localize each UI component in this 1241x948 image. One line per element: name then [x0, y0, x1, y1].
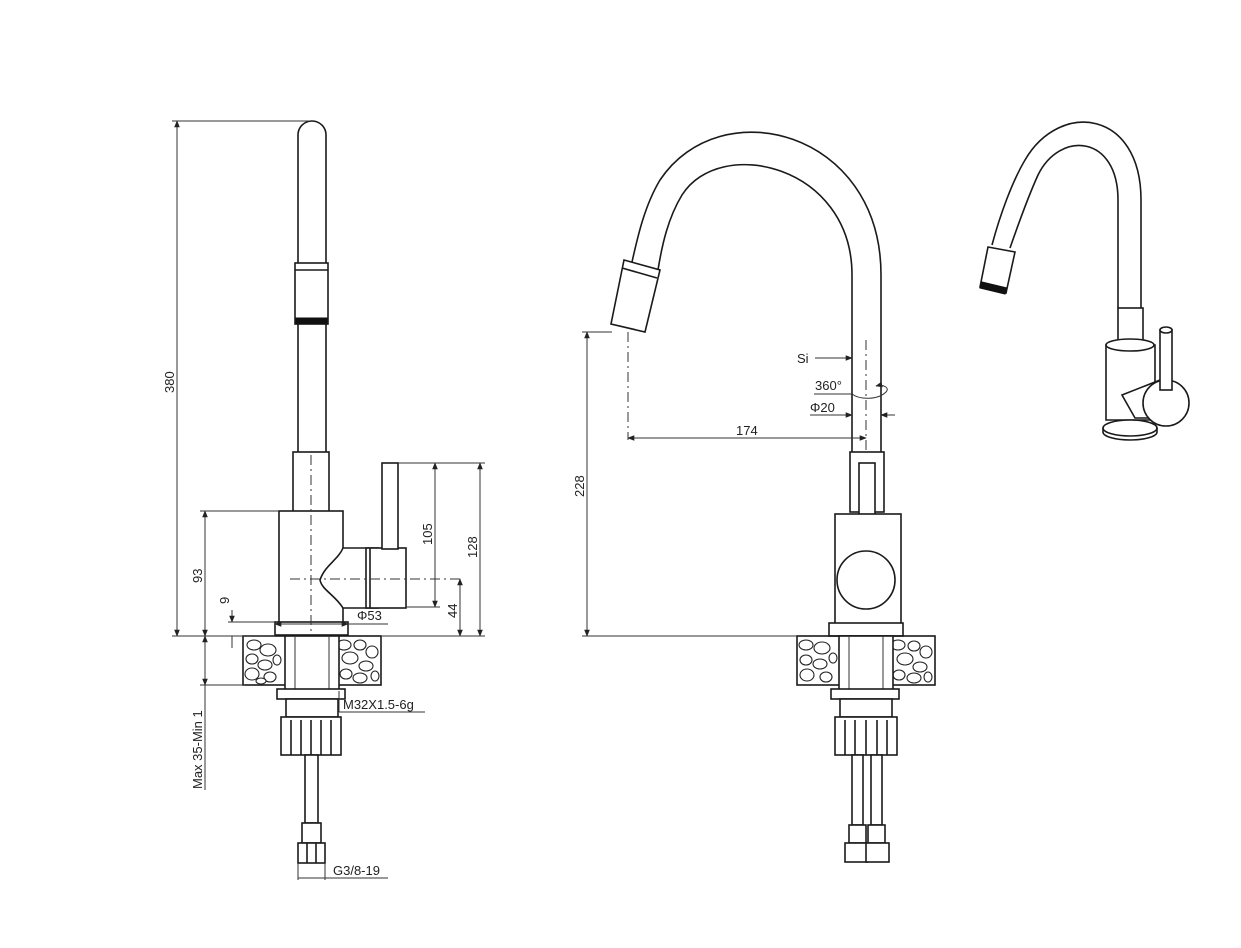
- front-hose-nut: [297, 842, 326, 864]
- side-countertop-stones-right: [890, 639, 933, 684]
- front-spout-tube: [297, 120, 327, 452]
- side-spout-outer: [631, 131, 882, 452]
- side-lever-disc: [836, 550, 896, 610]
- front-hose-ferrule: [301, 822, 322, 844]
- dim-deck-thickness: Max 35-Min 1: [190, 710, 205, 789]
- persp-handle-rod: [1159, 329, 1173, 391]
- label-material: Si: [797, 351, 809, 366]
- dim-base-height: 93: [190, 569, 205, 583]
- dim-rotation: 360°: [815, 378, 842, 393]
- front-supply-hose: [304, 754, 319, 824]
- side-spout-inner: [657, 163, 853, 452]
- front-lever-knob: [365, 547, 407, 609]
- front-countertop-stones-right: [336, 639, 380, 684]
- side-threaded-shank: [838, 635, 894, 692]
- side-hose-nut-left: [844, 842, 869, 863]
- side-hose-ferrule-left: [848, 824, 867, 844]
- side-hose-nut-right: [865, 842, 890, 863]
- dim-lever-offset: 44: [445, 604, 460, 618]
- side-view: 228 174 Si 360° Φ20: [572, 131, 936, 863]
- dim-thread: M32X1.5-6g: [343, 697, 414, 712]
- side-supply-hose-left: [851, 754, 864, 826]
- side-pullout-head: [610, 258, 661, 333]
- front-handle-rod: [381, 462, 399, 550]
- front-mount-nut: [285, 698, 339, 718]
- side-supply-hose-right: [870, 754, 883, 826]
- persp-spout-outer: [991, 121, 1142, 308]
- dim-base-diameter: Φ53: [357, 608, 382, 623]
- side-countertop-stones-left: [798, 639, 838, 683]
- front-countertop-stones-left: [244, 639, 282, 685]
- dim-body-height: 128: [465, 536, 480, 558]
- dim-spout-height: 228: [572, 475, 587, 497]
- side-base-flange: [828, 622, 904, 637]
- persp-spout-inner: [1009, 144, 1119, 308]
- front-aerator: [294, 262, 329, 325]
- side-mount-nut: [839, 698, 893, 718]
- persp-pullout-head: [979, 246, 1016, 294]
- persp-base-flange: [1102, 419, 1158, 437]
- front-lever-cam: [319, 547, 379, 609]
- dim-hose-thread: G3/8-19: [333, 863, 380, 878]
- dim-spout-reach: 174: [736, 423, 758, 438]
- front-mount-washer: [276, 688, 346, 700]
- dim-height-total: 380: [162, 371, 177, 393]
- side-mount-washer: [830, 688, 900, 700]
- side-hose-ferrule-right: [867, 824, 886, 844]
- perspective-view: [979, 121, 1190, 441]
- dim-small-gap: 9: [217, 597, 232, 604]
- dim-handle-height: 105: [420, 523, 435, 545]
- front-threaded-shank: [284, 635, 340, 692]
- dim-tube-diameter: Φ20: [810, 400, 835, 415]
- front-view: 380 93 9 Max 35-Min 1 105 128 44 Φ53 M32…: [162, 120, 485, 880]
- front-aerator-nozzle: [295, 317, 328, 325]
